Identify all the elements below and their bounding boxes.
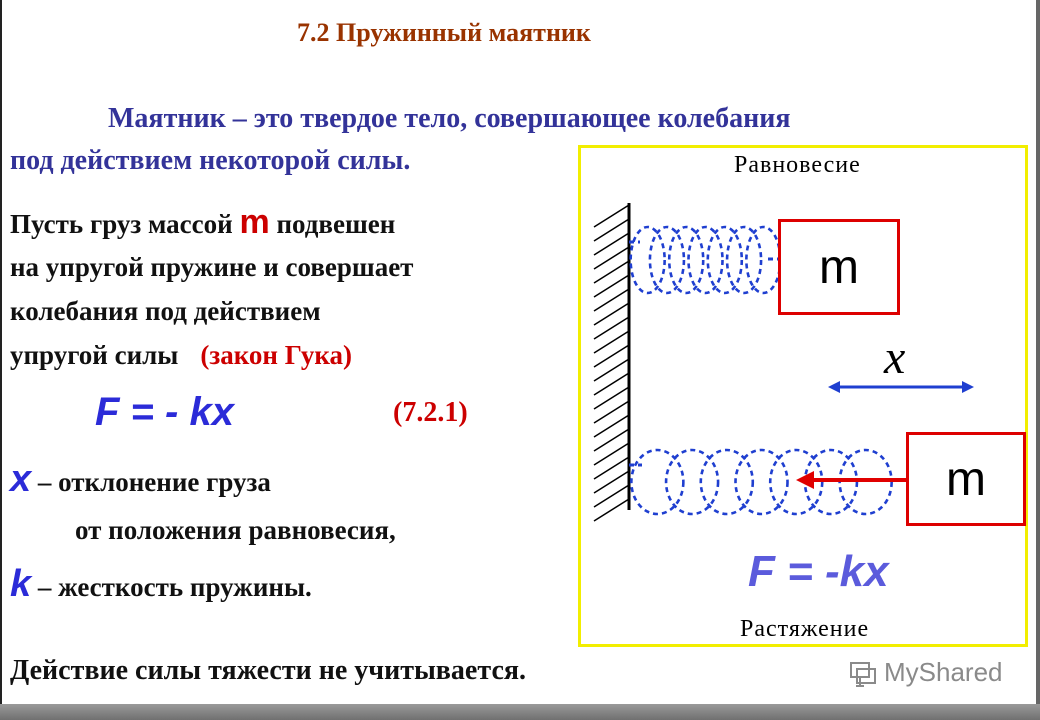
paragraph-line-2: на упругой пружине и совершает: [10, 252, 414, 282]
definition-line-1: Маятник – это твердое тело, совершающее …: [108, 103, 791, 134]
equilibrium-label: Равновесие: [734, 152, 861, 178]
x-definition-line-2: от положения равновесия,: [75, 515, 396, 545]
x-axis-label: x: [884, 331, 906, 384]
x-symbol: x: [10, 458, 32, 500]
slide-right-border: [1036, 0, 1040, 720]
hooke-formula: F = - kx: [95, 390, 234, 434]
x-definition-text: – отклонение груза: [31, 467, 271, 497]
k-definition-text: – жесткость пружины.: [31, 572, 312, 602]
gravity-note: Действие силы тяжести не учитывается.: [10, 655, 527, 686]
watermark: MyShared: [848, 657, 1003, 688]
paragraph-line-3: колебания под действием: [10, 296, 321, 326]
definition-line-2: под действием некоторой силы.: [10, 145, 411, 176]
displacement-arrow: [828, 381, 974, 393]
slide-title: 7.2 Пружинный маятник: [297, 18, 591, 47]
stretch-label: Растяжение: [740, 616, 870, 642]
k-definition: k – жесткость пружины.: [10, 563, 312, 606]
mass-block-equilibrium: m: [778, 219, 900, 315]
paragraph-line-1: Пусть груз массой m подвешен: [10, 203, 395, 242]
bottom-bar: [0, 704, 1040, 720]
paragraph-line-1-tail: подвешен: [269, 209, 396, 239]
diagram-formula: F = -kx: [748, 547, 889, 596]
force-arrow: [796, 471, 906, 489]
diagram-frame: [578, 145, 1028, 647]
watermark-logo-icon: [850, 661, 876, 687]
k-symbol: k: [10, 563, 32, 605]
paragraph-line-4-text: упругой силы: [10, 340, 179, 370]
spring-equilibrium: [629, 225, 782, 295]
mass-symbol: m: [239, 203, 270, 241]
x-definition-line-1: x – отклонение груза: [10, 458, 271, 501]
hooke-law-label: (закон Гука): [200, 340, 353, 370]
mass-block-stretched: m: [906, 432, 1026, 526]
spring-pendulum-diagram: [593, 203, 974, 522]
equation-number: (7.2.1): [393, 397, 468, 428]
paragraph-line-4: упругой силы (закон Гука): [10, 340, 352, 371]
wall-icon: [593, 203, 631, 522]
paragraph-line-1-text: Пусть груз массой: [10, 209, 240, 239]
watermark-text: MyShared: [884, 657, 1003, 687]
slide-left-border: [0, 0, 2, 720]
